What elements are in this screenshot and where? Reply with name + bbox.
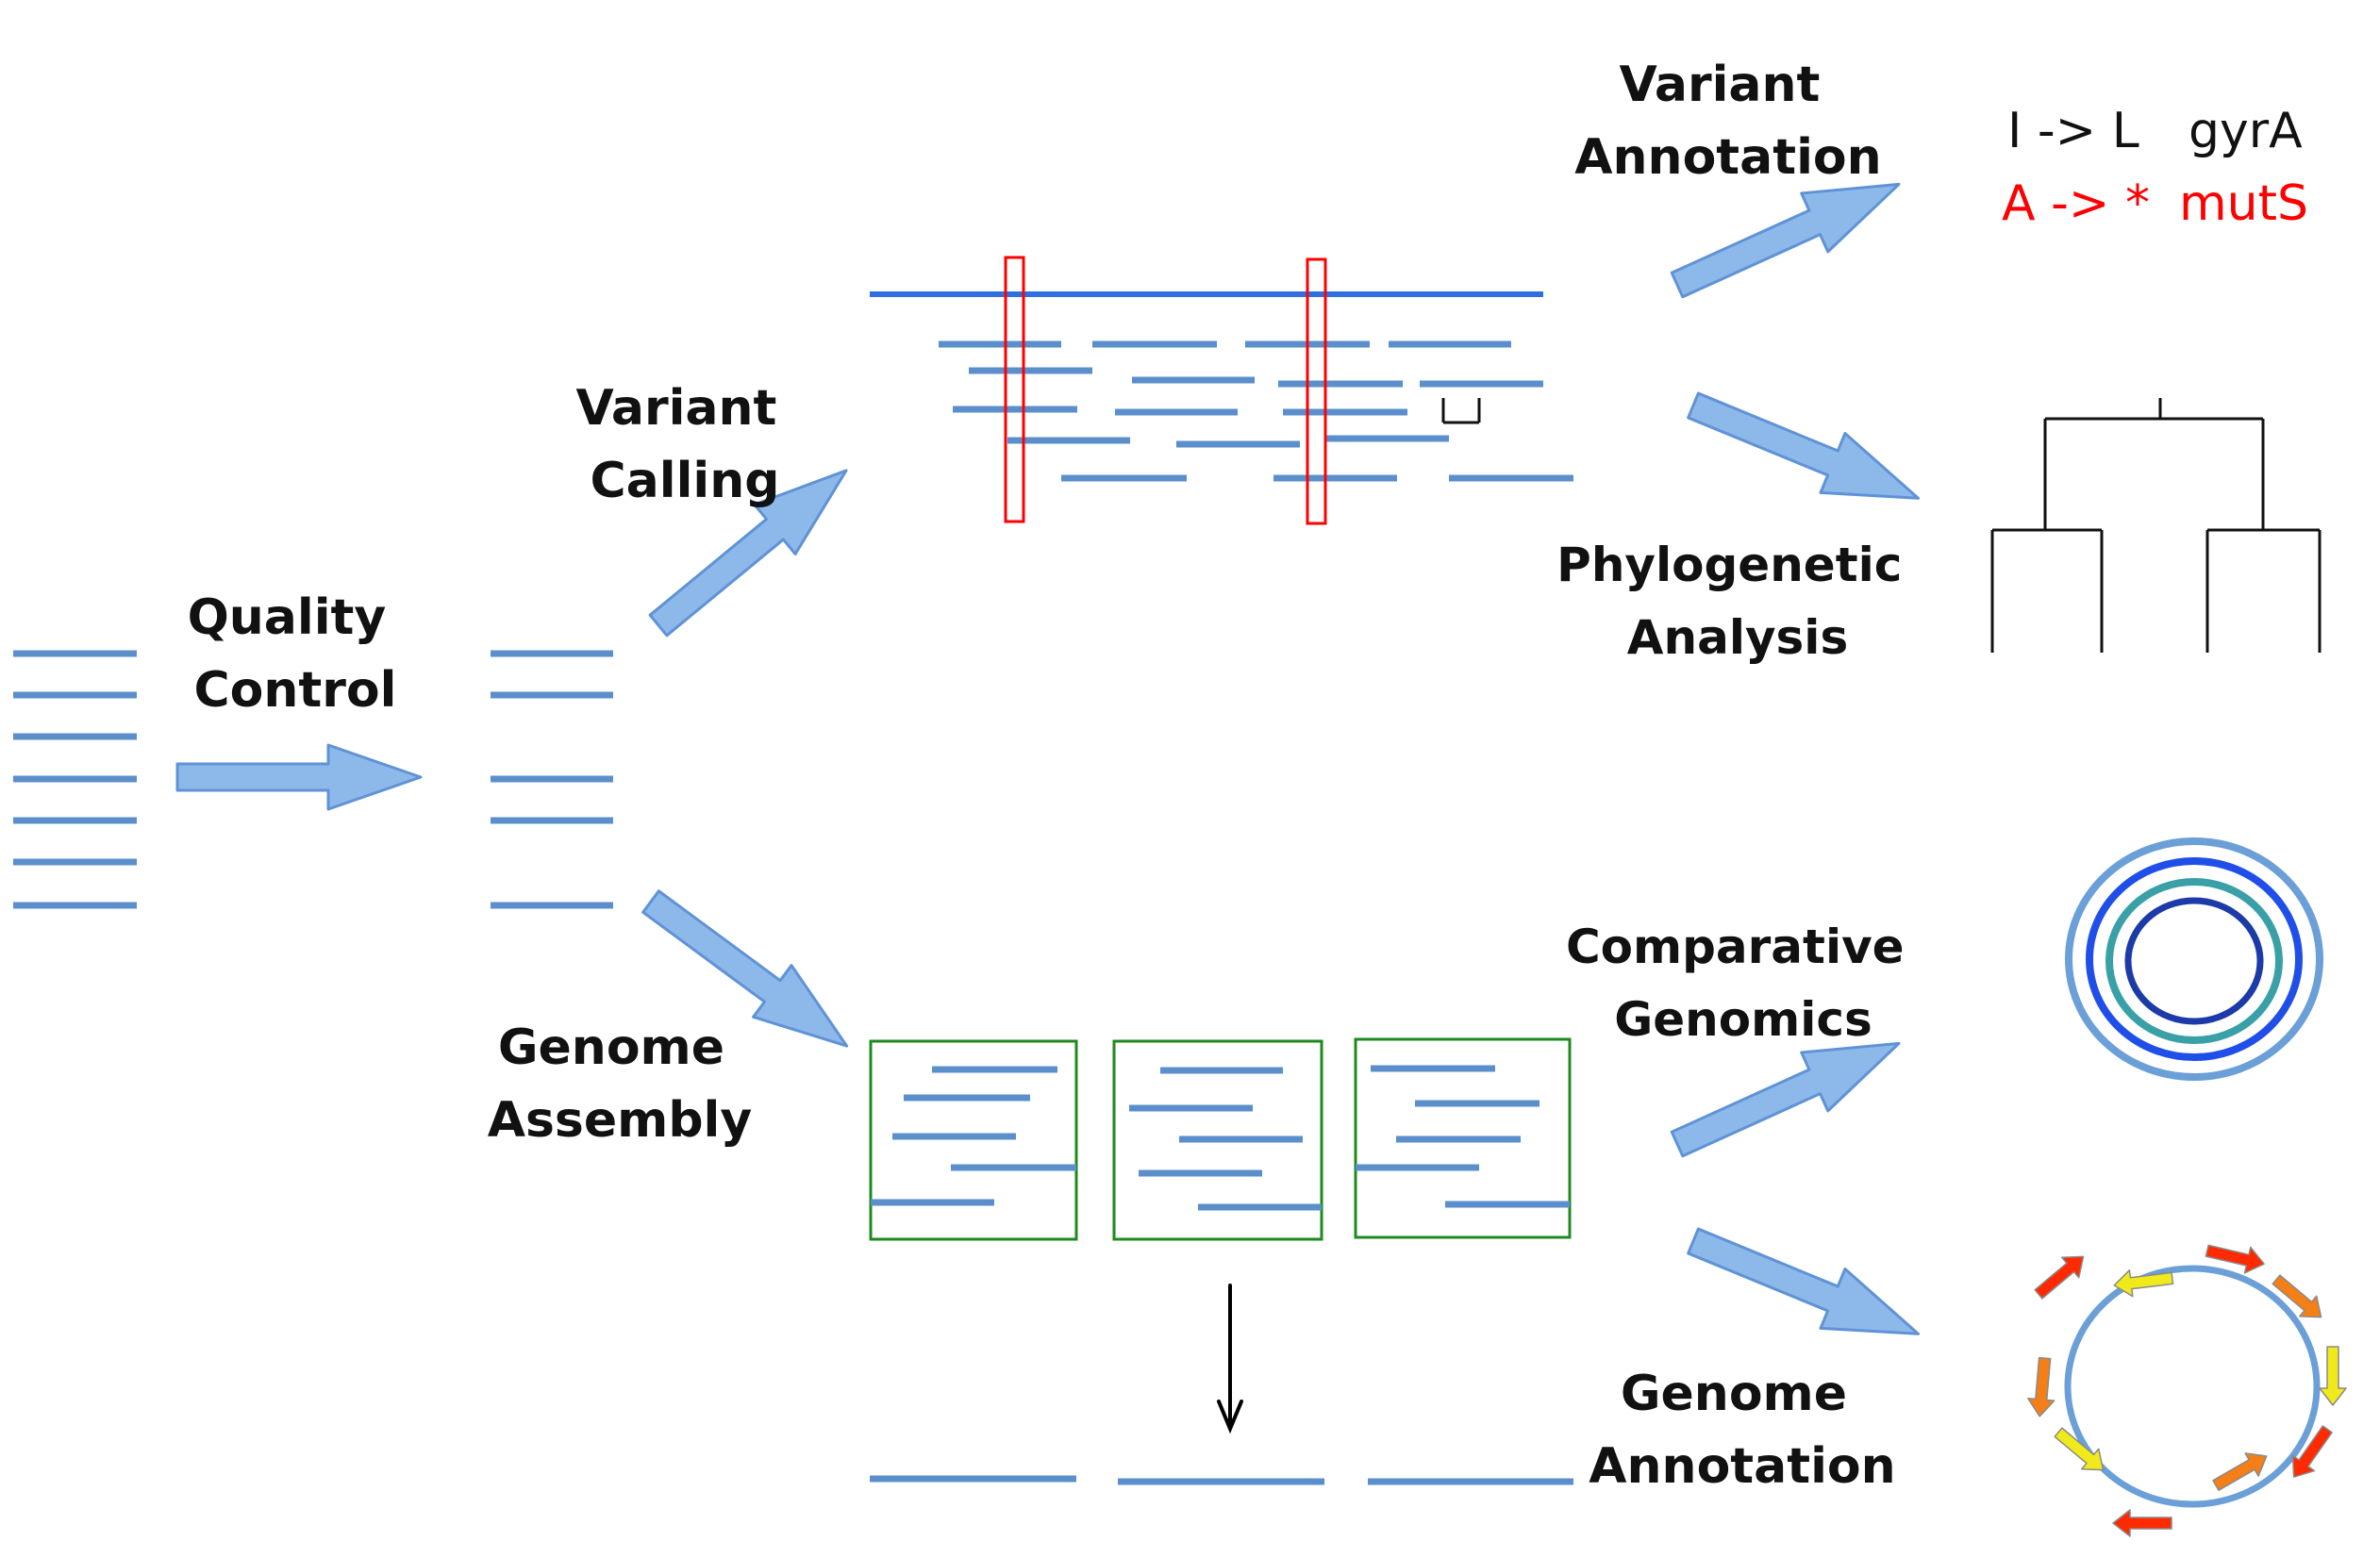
gene-arrows	[2027, 1244, 2347, 1537]
flow-arrows	[175, 182, 1921, 1335]
contig-group-box	[1354, 1037, 1572, 1239]
arrow-comparative-genomics	[1670, 1041, 1901, 1158]
genome-ring	[2086, 857, 2303, 1061]
step-labels: Quality Control Variant Calling Genome A…	[188, 57, 1921, 1495]
aligned-reads	[939, 340, 1573, 482]
contig-group-box	[1112, 1039, 1323, 1241]
comparative-genome-rings	[2065, 837, 2323, 1081]
gene-arrow-orange	[2027, 1356, 2055, 1417]
label-genome-annotation: Genome Annotation	[1589, 1366, 1895, 1495]
gene-arrow-yellow	[2113, 1269, 2174, 1298]
arrow-variant-calling	[648, 469, 848, 638]
arrow-quality-control	[175, 743, 423, 811]
contig-group-box	[869, 1039, 1078, 1241]
genome-ring	[2124, 897, 2264, 1025]
variant-gene-2: mutS	[2179, 175, 2308, 232]
variant-change-2: A -> *	[2002, 175, 2150, 232]
gene-arrow-orange	[2212, 1452, 2268, 1491]
label-genome-assembly: Genome Assembly	[488, 1019, 753, 1149]
assembled-contigs	[870, 1475, 1573, 1485]
variant-gene-1: gyrA	[2189, 103, 2303, 159]
overlapping-reads	[871, 1065, 1570, 1211]
variant-change-1: I -> L	[2007, 103, 2139, 159]
gene-arrow-red	[2112, 1509, 2172, 1537]
label-phylogenetic-analysis: Phylogenetic Analysis	[1556, 538, 1919, 665]
phylogenetic-tree	[1441, 398, 2322, 653]
gene-arrow-red	[2034, 1255, 2085, 1300]
arrow-phylogenetic-analysis	[1687, 391, 1921, 500]
raw-reads	[13, 650, 137, 909]
genome-ring	[2105, 878, 2283, 1044]
gene-arrow-yellow	[2054, 1427, 2105, 1471]
gene-arrow-red	[2205, 1244, 2265, 1274]
gene-arrow-orange	[2272, 1274, 2322, 1318]
filtered-reads	[491, 650, 613, 909]
variant-site-box	[1004, 256, 1025, 523]
variant-site-box	[1306, 257, 1327, 525]
label-variant-calling: Variant Calling	[575, 380, 793, 509]
annotated-genome	[2027, 1244, 2347, 1537]
gene-arrow-red	[2291, 1425, 2333, 1478]
label-quality-control: Quality Control	[188, 589, 404, 719]
label-variant-annotation: Variant Annotation	[1574, 57, 1881, 186]
annotated-genome-ring	[2064, 1265, 2321, 1508]
gene-arrow-yellow	[2319, 1346, 2347, 1406]
arrow-genome-assembly	[641, 889, 849, 1048]
read-alignment	[870, 256, 1573, 525]
label-comparative-genomics: Comparative Genomics	[1566, 920, 1921, 1047]
assembly-contig-groups	[869, 1037, 1572, 1241]
arrow-genome-annotation	[1687, 1227, 1921, 1335]
arrow-variant-annotation	[1670, 182, 1901, 299]
variant-examples: I -> L gyrA A -> * mutS	[2002, 103, 2308, 232]
down-arrow	[1217, 1284, 1243, 1434]
genome-ring	[2065, 837, 2323, 1081]
